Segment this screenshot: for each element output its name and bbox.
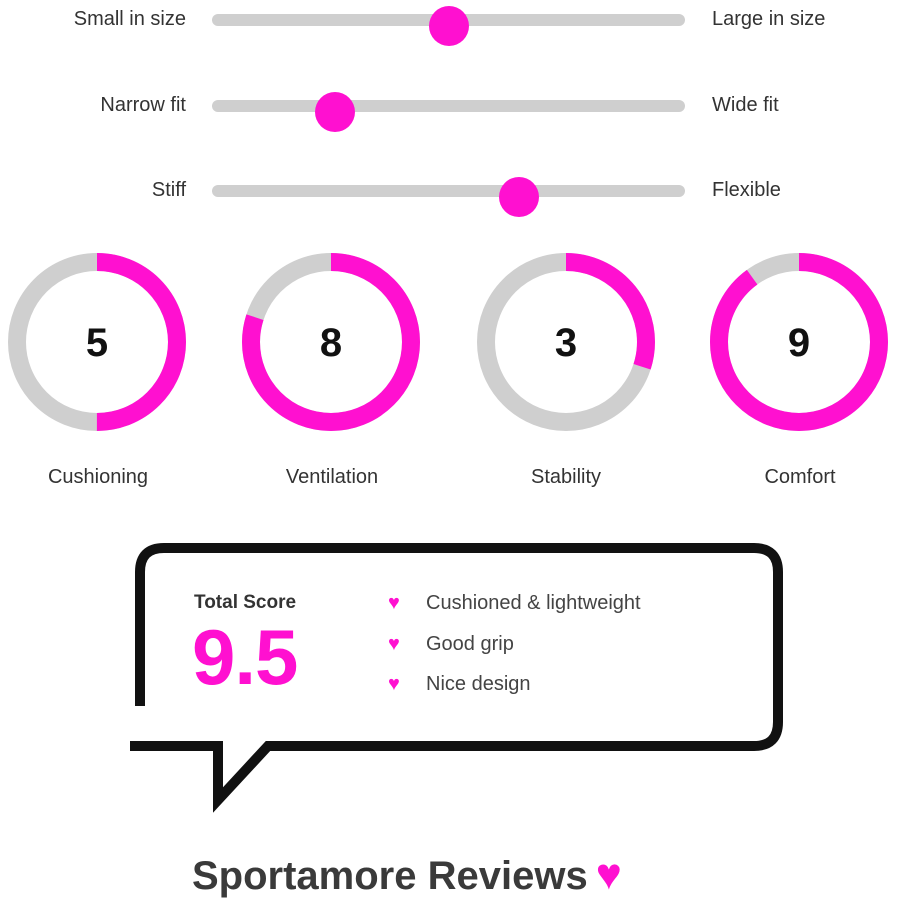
pro-text: Cushioned & lightweight [426,592,641,614]
pro-item: ♥ Good grip [388,633,514,656]
heart-icon: ♥ [388,592,400,614]
slider-track[interactable] [212,6,685,46]
heart-icon: ♥ [388,633,400,655]
rating-ring-ventilation: 8 [242,253,420,431]
ring-progress [477,253,655,431]
rating-label: Stability [530,466,602,488]
pro-item: ♥ Cushioned & lightweight [388,592,641,615]
brand-title: Sportamore Reviews♥ [192,850,622,900]
brand-name: Sportamore Reviews [192,854,588,898]
rating-ring-stability: 3 [477,253,655,431]
rating-label: Cushioning [47,466,149,488]
slider-fit: Narrow fit Wide fit [0,86,900,132]
rating-score: 3 [555,321,577,365]
rating-label: Comfort [764,466,836,488]
slider-right-label: Wide fit [712,94,779,116]
rating-ring-cushioning: 5 [8,253,186,431]
slider-knob[interactable] [428,6,469,46]
rating-score: 8 [320,321,342,365]
slider-left-label: Narrow fit [100,94,186,116]
rating-ring-comfort: 9 [710,253,888,431]
ring-progress [710,253,888,431]
slider-track[interactable] [212,92,685,132]
pro-item: ♥ Nice design [388,673,531,696]
pro-text: Good grip [426,633,514,655]
slider-track[interactable] [212,177,685,217]
heart-icon: ♥ [388,673,400,695]
rating-label: Ventilation [285,466,379,488]
heart-icon: ♥ [595,850,622,899]
slider-left-label: Small in size [73,8,186,30]
total-score-label: Total Score [194,592,297,613]
slider-flexibility: Stiff Flexible [0,171,900,217]
slider-size: Small in size Large in size [0,0,900,46]
rating-score: 9 [788,321,810,365]
pro-text: Nice design [426,673,531,695]
slider-left-label: Stiff [151,179,186,201]
total-score-value: 9.5 [192,613,298,701]
ring-progress [242,253,420,431]
slider-knob[interactable] [499,177,540,217]
slider-knob[interactable] [314,92,355,132]
rating-score: 5 [86,321,108,365]
slider-right-label: Large in size [712,8,826,30]
slider-right-label: Flexible [712,179,781,201]
ring-progress [8,253,186,431]
